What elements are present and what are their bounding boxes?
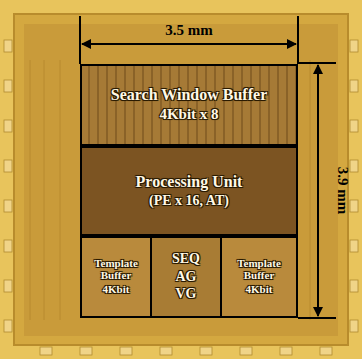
block-label: (PE x 16, AT) bbox=[149, 194, 229, 209]
block-label: VG bbox=[176, 287, 197, 302]
block-label: 4Kbit x 8 bbox=[159, 107, 218, 123]
block-label: Template Buffer bbox=[225, 258, 293, 281]
memory-block: Template Buffer 4Kbit bbox=[80, 236, 152, 318]
memory-block: Template Buffer 4Kbit bbox=[220, 236, 298, 318]
control-block: SEQ AG VG bbox=[150, 236, 222, 318]
memory-block: Search Window Buffer 4Kbit x 8 bbox=[80, 64, 298, 146]
block-label: SEQ bbox=[172, 252, 200, 267]
block-label: Search Window Buffer bbox=[111, 87, 267, 104]
dimension-label: 3.5 mm bbox=[165, 22, 213, 39]
dimension-label: 3.9 mm bbox=[335, 166, 352, 214]
block-label: Processing Unit bbox=[136, 174, 243, 191]
block-label: 4Kbit bbox=[103, 284, 130, 296]
logic-block: Processing Unit (PE x 16, AT) bbox=[80, 146, 298, 236]
block-label: 4Kbit bbox=[246, 284, 273, 296]
block-label: AG bbox=[176, 270, 197, 285]
block-label: Template Buffer bbox=[85, 258, 147, 281]
